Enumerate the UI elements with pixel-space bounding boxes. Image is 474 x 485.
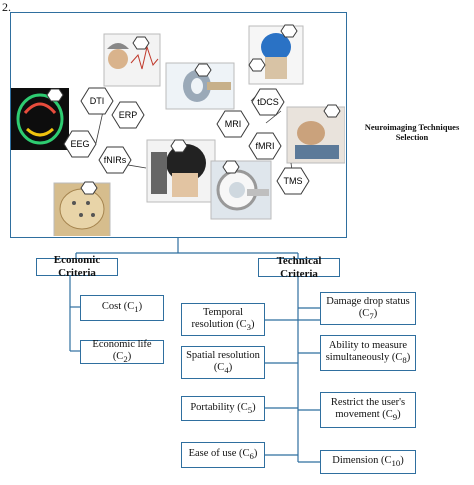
- criterion-label: Spatial resolution (C: [186, 349, 260, 373]
- hex-label-mri: MRI: [225, 119, 242, 129]
- criterion-c4: Spatial resolution (C4): [181, 346, 265, 379]
- criterion-subscript: 1: [134, 304, 139, 315]
- criterion-subscript: 10: [391, 458, 401, 469]
- criterion-label: Dimension (C: [332, 455, 392, 467]
- criterion-c3: Temporal resolution (C3): [181, 303, 265, 336]
- criterion-subscript: 8: [402, 355, 407, 366]
- tdcs-cap-image: [248, 25, 304, 85]
- criterion-close: ): [397, 409, 401, 421]
- criterion-label: Portability (C: [190, 401, 248, 413]
- criterion-close: ): [400, 455, 404, 467]
- side-title: Neuroimaging Techniques Selection: [364, 122, 460, 143]
- criterion-close: ): [406, 352, 411, 364]
- criterion-label: Restrict the user's movement (C: [330, 397, 406, 421]
- eeg-cap-image: [53, 182, 111, 238]
- hex-label-eeg: EEG: [70, 139, 89, 149]
- criterion-close: ): [253, 448, 258, 460]
- criterion-c5: Portability (C5): [181, 396, 265, 421]
- figure-number: 2.: [2, 0, 11, 14]
- technical-criteria-box: Technical Criteria: [258, 254, 340, 280]
- criterion-subscript: 9: [392, 412, 398, 423]
- criterion-c7: Damage drop status (C7): [320, 292, 416, 325]
- criterion-subscript: 5: [247, 405, 253, 416]
- criterion-c8: Ability to measure simultaneously (C8): [320, 335, 416, 371]
- technical-criteria-title: Technical Criteria: [276, 254, 322, 280]
- fmri-scanner-image: [210, 160, 272, 220]
- criterion-subscript: 2: [123, 354, 128, 365]
- criterion-label: Economic life (C: [92, 339, 152, 363]
- erp-headset-image: [103, 33, 161, 87]
- criterion-c6: Ease of use (C6): [181, 442, 265, 468]
- criterion-close: ): [127, 351, 132, 363]
- criterion-subscript: 4: [224, 365, 229, 376]
- hex-label-tdcs: tDCS: [257, 97, 279, 107]
- criterion-c2: Economic life (C2): [80, 339, 164, 365]
- techniques-panel: DTI ERP EEG fNIRs MRI tDCS fMRI TMS: [10, 12, 347, 238]
- criterion-c9: Restrict the user's movement (C9): [320, 392, 416, 428]
- criterion-subscript: 6: [249, 451, 254, 462]
- criterion-label: Temporal resolution (C: [191, 306, 247, 330]
- hex-label-erp: ERP: [119, 110, 138, 120]
- criterion-close: ): [252, 401, 256, 413]
- hex-label-tms: TMS: [284, 176, 303, 186]
- criterion-c1: Cost (C1): [80, 295, 164, 321]
- hex-label-fnirs: fNIRs: [104, 155, 127, 165]
- criterion-label: Ability to measure simultaneously (C: [325, 340, 408, 364]
- criterion-close: ): [228, 361, 233, 373]
- hex-label-fmri: fMRI: [256, 141, 275, 151]
- techniques-collage: DTI ERP EEG fNIRs MRI tDCS fMRI TMS: [11, 24, 346, 238]
- criterion-subscript: 7: [369, 311, 374, 322]
- criterion-c10: Dimension (C10): [320, 450, 416, 474]
- criterion-subscript: 3: [246, 322, 251, 333]
- economic-criteria-box: Economic Criteria: [36, 254, 118, 279]
- criterion-label: Damage drop status (C: [326, 295, 410, 319]
- criterion-close: ): [138, 301, 143, 313]
- criterion-close: ): [373, 307, 378, 319]
- criterion-close: ): [251, 318, 255, 330]
- economic-criteria-title: Economic Criteria: [53, 254, 101, 279]
- hexagon-shapes: [46, 24, 341, 195]
- criterion-label: Cost (C: [101, 301, 135, 313]
- criterion-label: Ease of use (C: [188, 448, 250, 460]
- hex-label-dti: DTI: [90, 96, 105, 106]
